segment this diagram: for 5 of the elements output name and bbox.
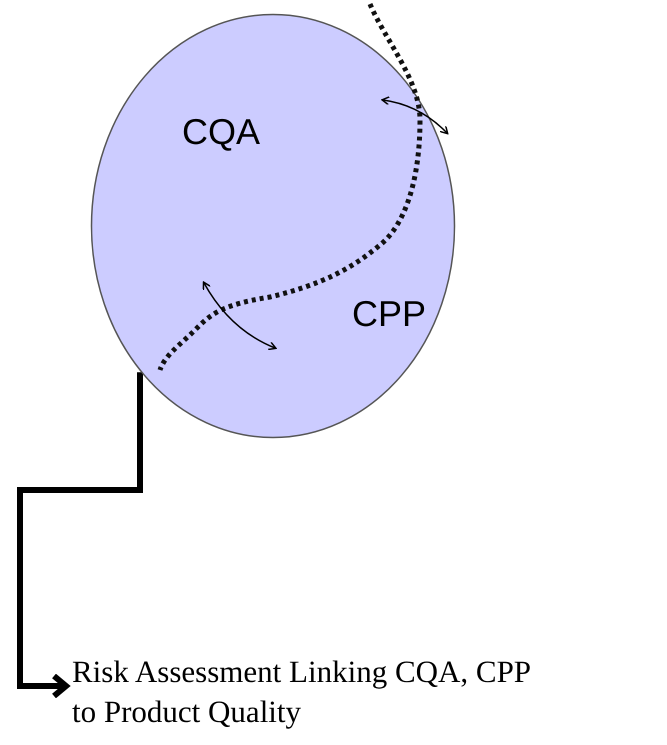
elbow-arrow [17, 372, 143, 699]
region-label: CPP [352, 293, 426, 335]
circle-region [90, 13, 456, 439]
region-label: CQA [182, 111, 260, 153]
caption-text: Risk Assessment Linking CQA, CPP to Product Quality [72, 652, 542, 738]
